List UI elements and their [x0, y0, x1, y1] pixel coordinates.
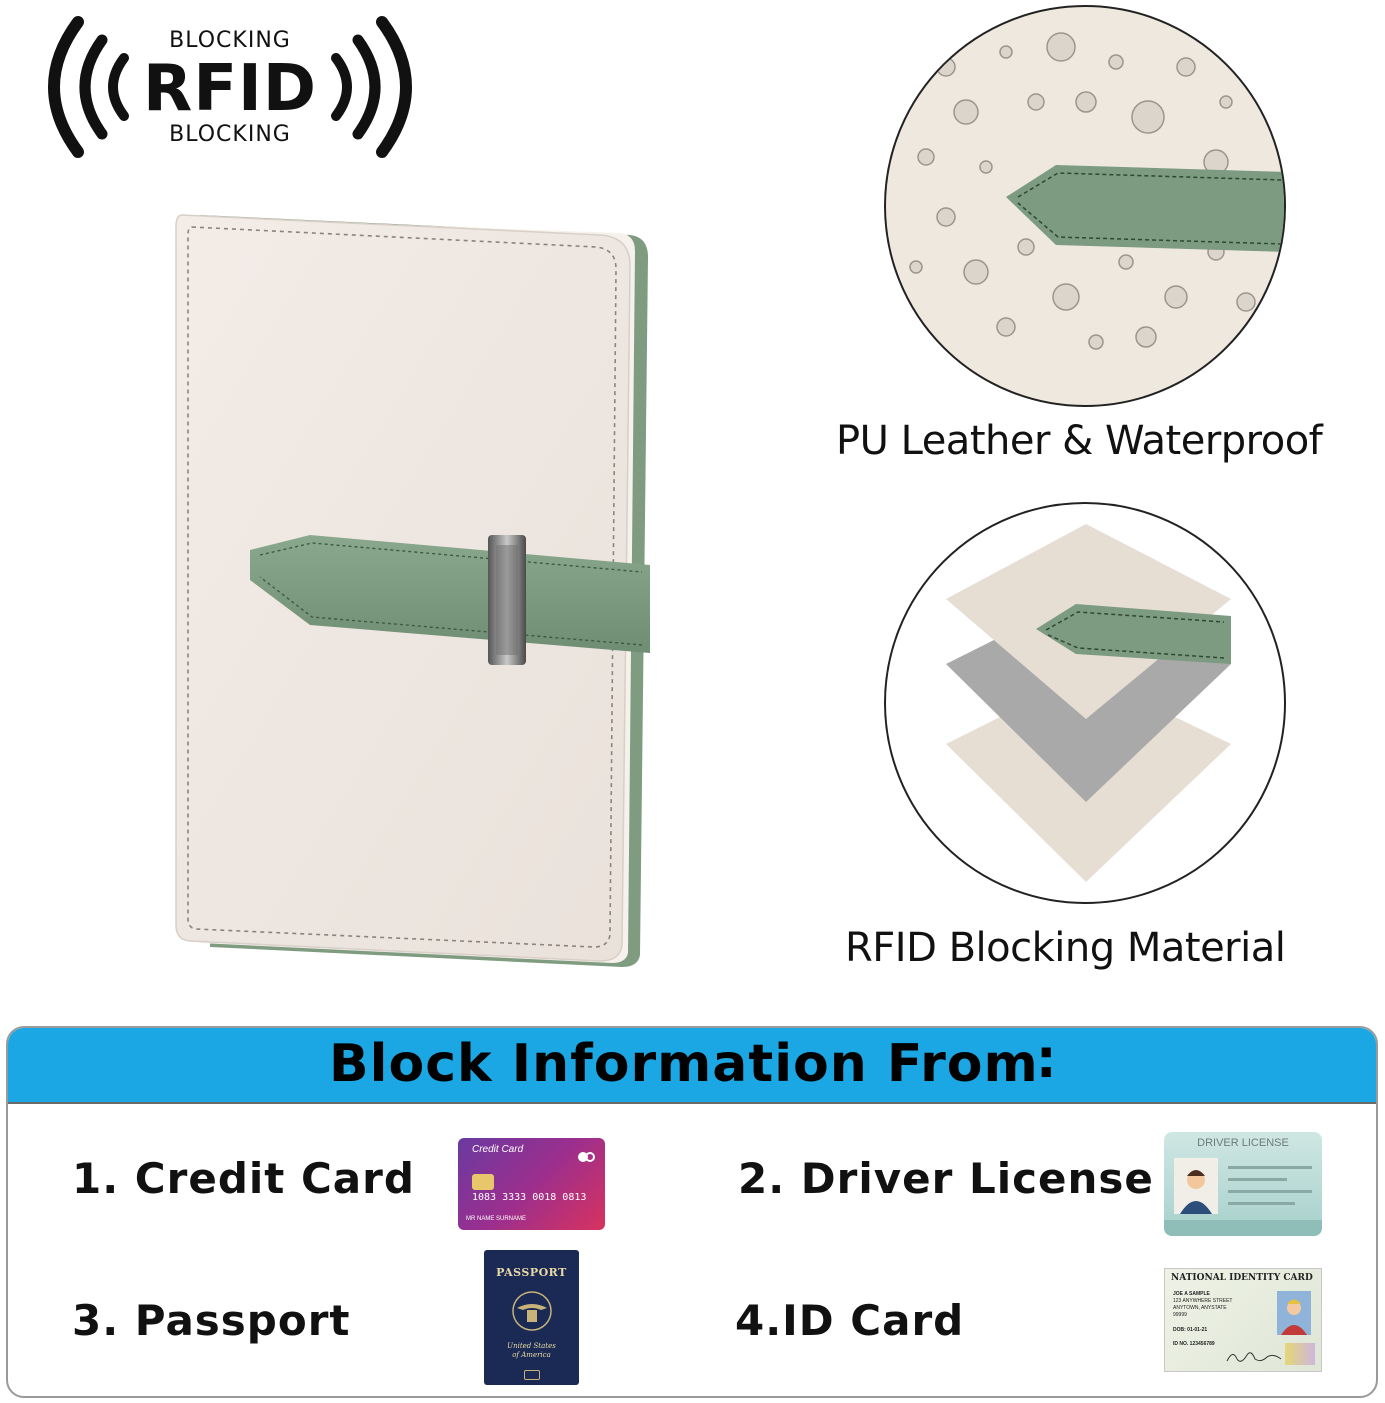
passport-image: PASSPORT United States of America — [484, 1250, 579, 1385]
block-information-title: Block Information From∶ — [329, 1034, 1055, 1094]
id-photo-icon — [1277, 1291, 1311, 1335]
person-photo-icon — [1174, 1158, 1218, 1214]
passport-wallet-image — [130, 205, 660, 975]
id-card-address1: 123 ANYWHERE STREET — [1173, 1298, 1233, 1304]
credit-card-holder: MR NAME SURNAME — [466, 1216, 527, 1222]
material-layers-icon — [946, 524, 1231, 882]
driver-license-heading: DRIVER LICENSE — [1197, 1137, 1289, 1149]
id-card-dob: DOB: 01-01-21 — [1173, 1327, 1208, 1333]
signal-waves-icon — [48, 16, 412, 158]
passport-label: 3. Passport — [72, 1296, 351, 1345]
badge-main-text: RFID — [143, 52, 317, 126]
rfid-material-caption: RFID Blocking Material — [845, 925, 1286, 971]
credit-card-heading: Credit Card — [472, 1144, 524, 1155]
water-droplets-icon — [909, 32, 1284, 350]
license-text-lines — [1228, 1166, 1312, 1205]
waterproof-leather-circle — [884, 5, 1286, 407]
id-card-image: NATIONAL IDENTITY CARD JOE A SAMPLE 123 … — [1164, 1268, 1322, 1372]
biometric-chip-icon — [524, 1370, 540, 1380]
id-card-heading: NATIONAL IDENTITY CARD — [1171, 1273, 1313, 1283]
credit-card-label: 1. Credit Card — [72, 1154, 415, 1203]
waterproof-caption: PU Leather & Waterproof — [836, 418, 1323, 464]
passport-heading: PASSPORT — [496, 1266, 567, 1279]
id-card-number: ID NO. 123456789 — [1173, 1341, 1215, 1347]
mastercard-logo-icon — [578, 1152, 596, 1162]
id-card-label: 4.ID Card — [735, 1296, 965, 1345]
id-card-address2: ANYTOWN, ANYSTATE — [1173, 1305, 1227, 1311]
credit-card-image: Credit Card 1083 3333 0018 0813 MR NAME … — [458, 1138, 605, 1230]
id-card-zip: 99999 — [1173, 1312, 1187, 1318]
passport-country-line1: United States — [507, 1342, 556, 1350]
credit-card-number: 1083 3333 0018 0813 — [472, 1192, 587, 1203]
badge-top-text: BLOCKING — [169, 28, 291, 53]
block-information-header: Block Information From∶ — [8, 1028, 1376, 1104]
driver-license-label: 2. Driver License — [738, 1154, 1154, 1203]
rfid-layers-circle — [884, 502, 1286, 904]
id-card-name: JOE A SAMPLE — [1173, 1291, 1210, 1297]
badge-bottom-text: BLOCKING — [169, 122, 291, 147]
eagle-seal-icon — [512, 1291, 552, 1331]
driver-license-image: DRIVER LICENSE — [1164, 1132, 1322, 1236]
passport-country-line2: of America — [512, 1351, 551, 1359]
rfid-blocking-badge: BLOCKING RFID BLOCKING — [40, 12, 420, 162]
block-information-panel: Block Information From∶ — [6, 1026, 1378, 1398]
chip-icon — [472, 1174, 494, 1190]
signature-icon — [1226, 1352, 1282, 1362]
